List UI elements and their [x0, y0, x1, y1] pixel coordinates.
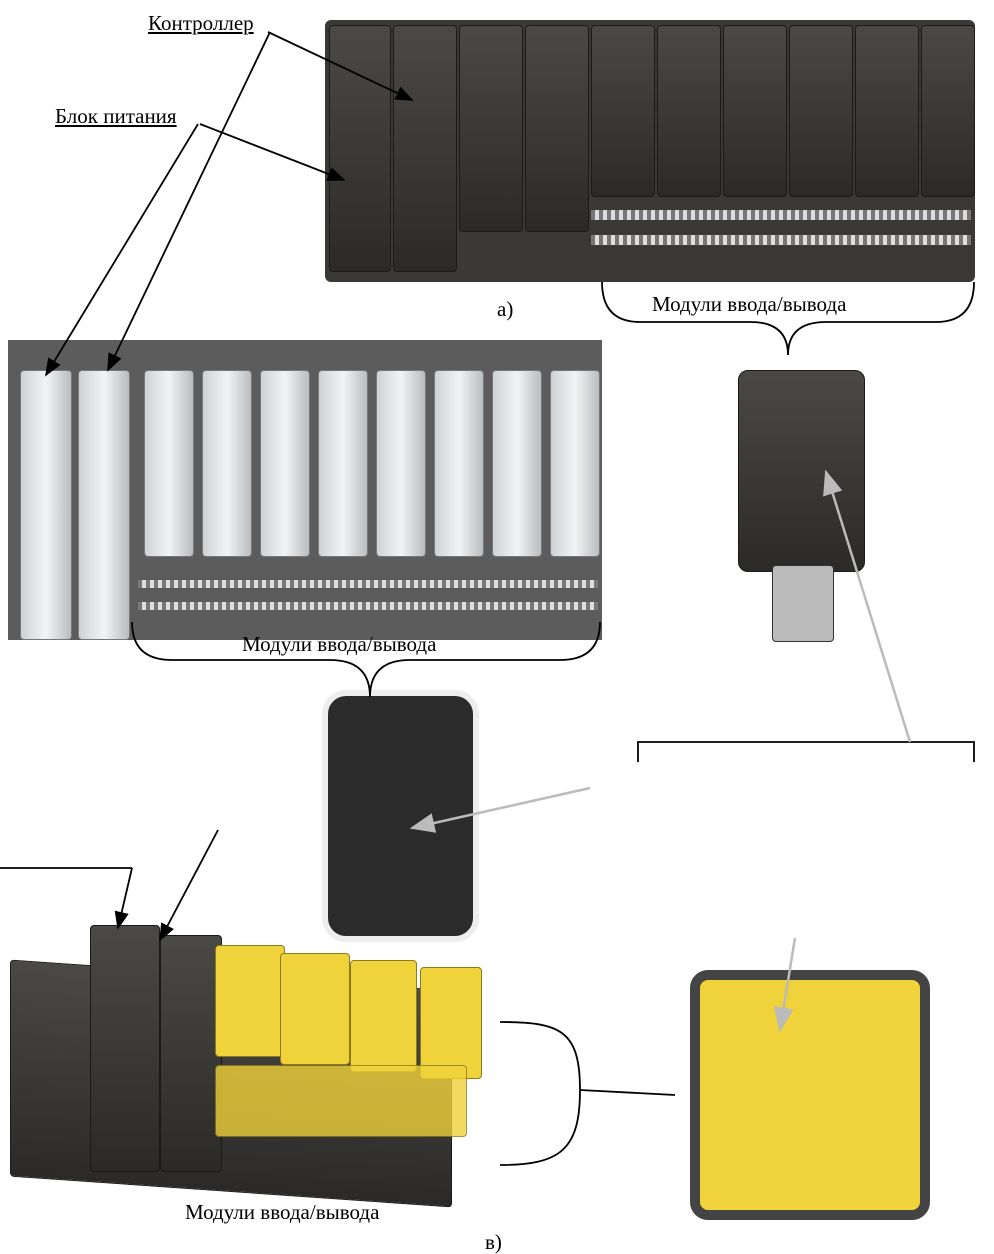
- io-modules-label-a: Модули ввода/вывода: [652, 292, 847, 316]
- caption-c: в): [485, 1230, 502, 1254]
- caption-a: а): [497, 297, 514, 321]
- power-supply-label: Блок питания: [55, 104, 177, 128]
- system-b-photo: [8, 340, 602, 640]
- io-modules-label-b: Модули ввода/вывода: [242, 632, 437, 656]
- system-c-photo: [10, 925, 482, 1208]
- system-a-photo: [325, 20, 975, 282]
- io-module-a-terminal: [772, 565, 834, 642]
- io-module-b-photo: [322, 690, 479, 942]
- io-module-a-photo: [738, 370, 865, 572]
- io-module-c-photo: [690, 970, 930, 1220]
- controller-label: Контроллер: [148, 11, 254, 35]
- io-modules-label-c: Модули ввода/вывода: [185, 1200, 380, 1224]
